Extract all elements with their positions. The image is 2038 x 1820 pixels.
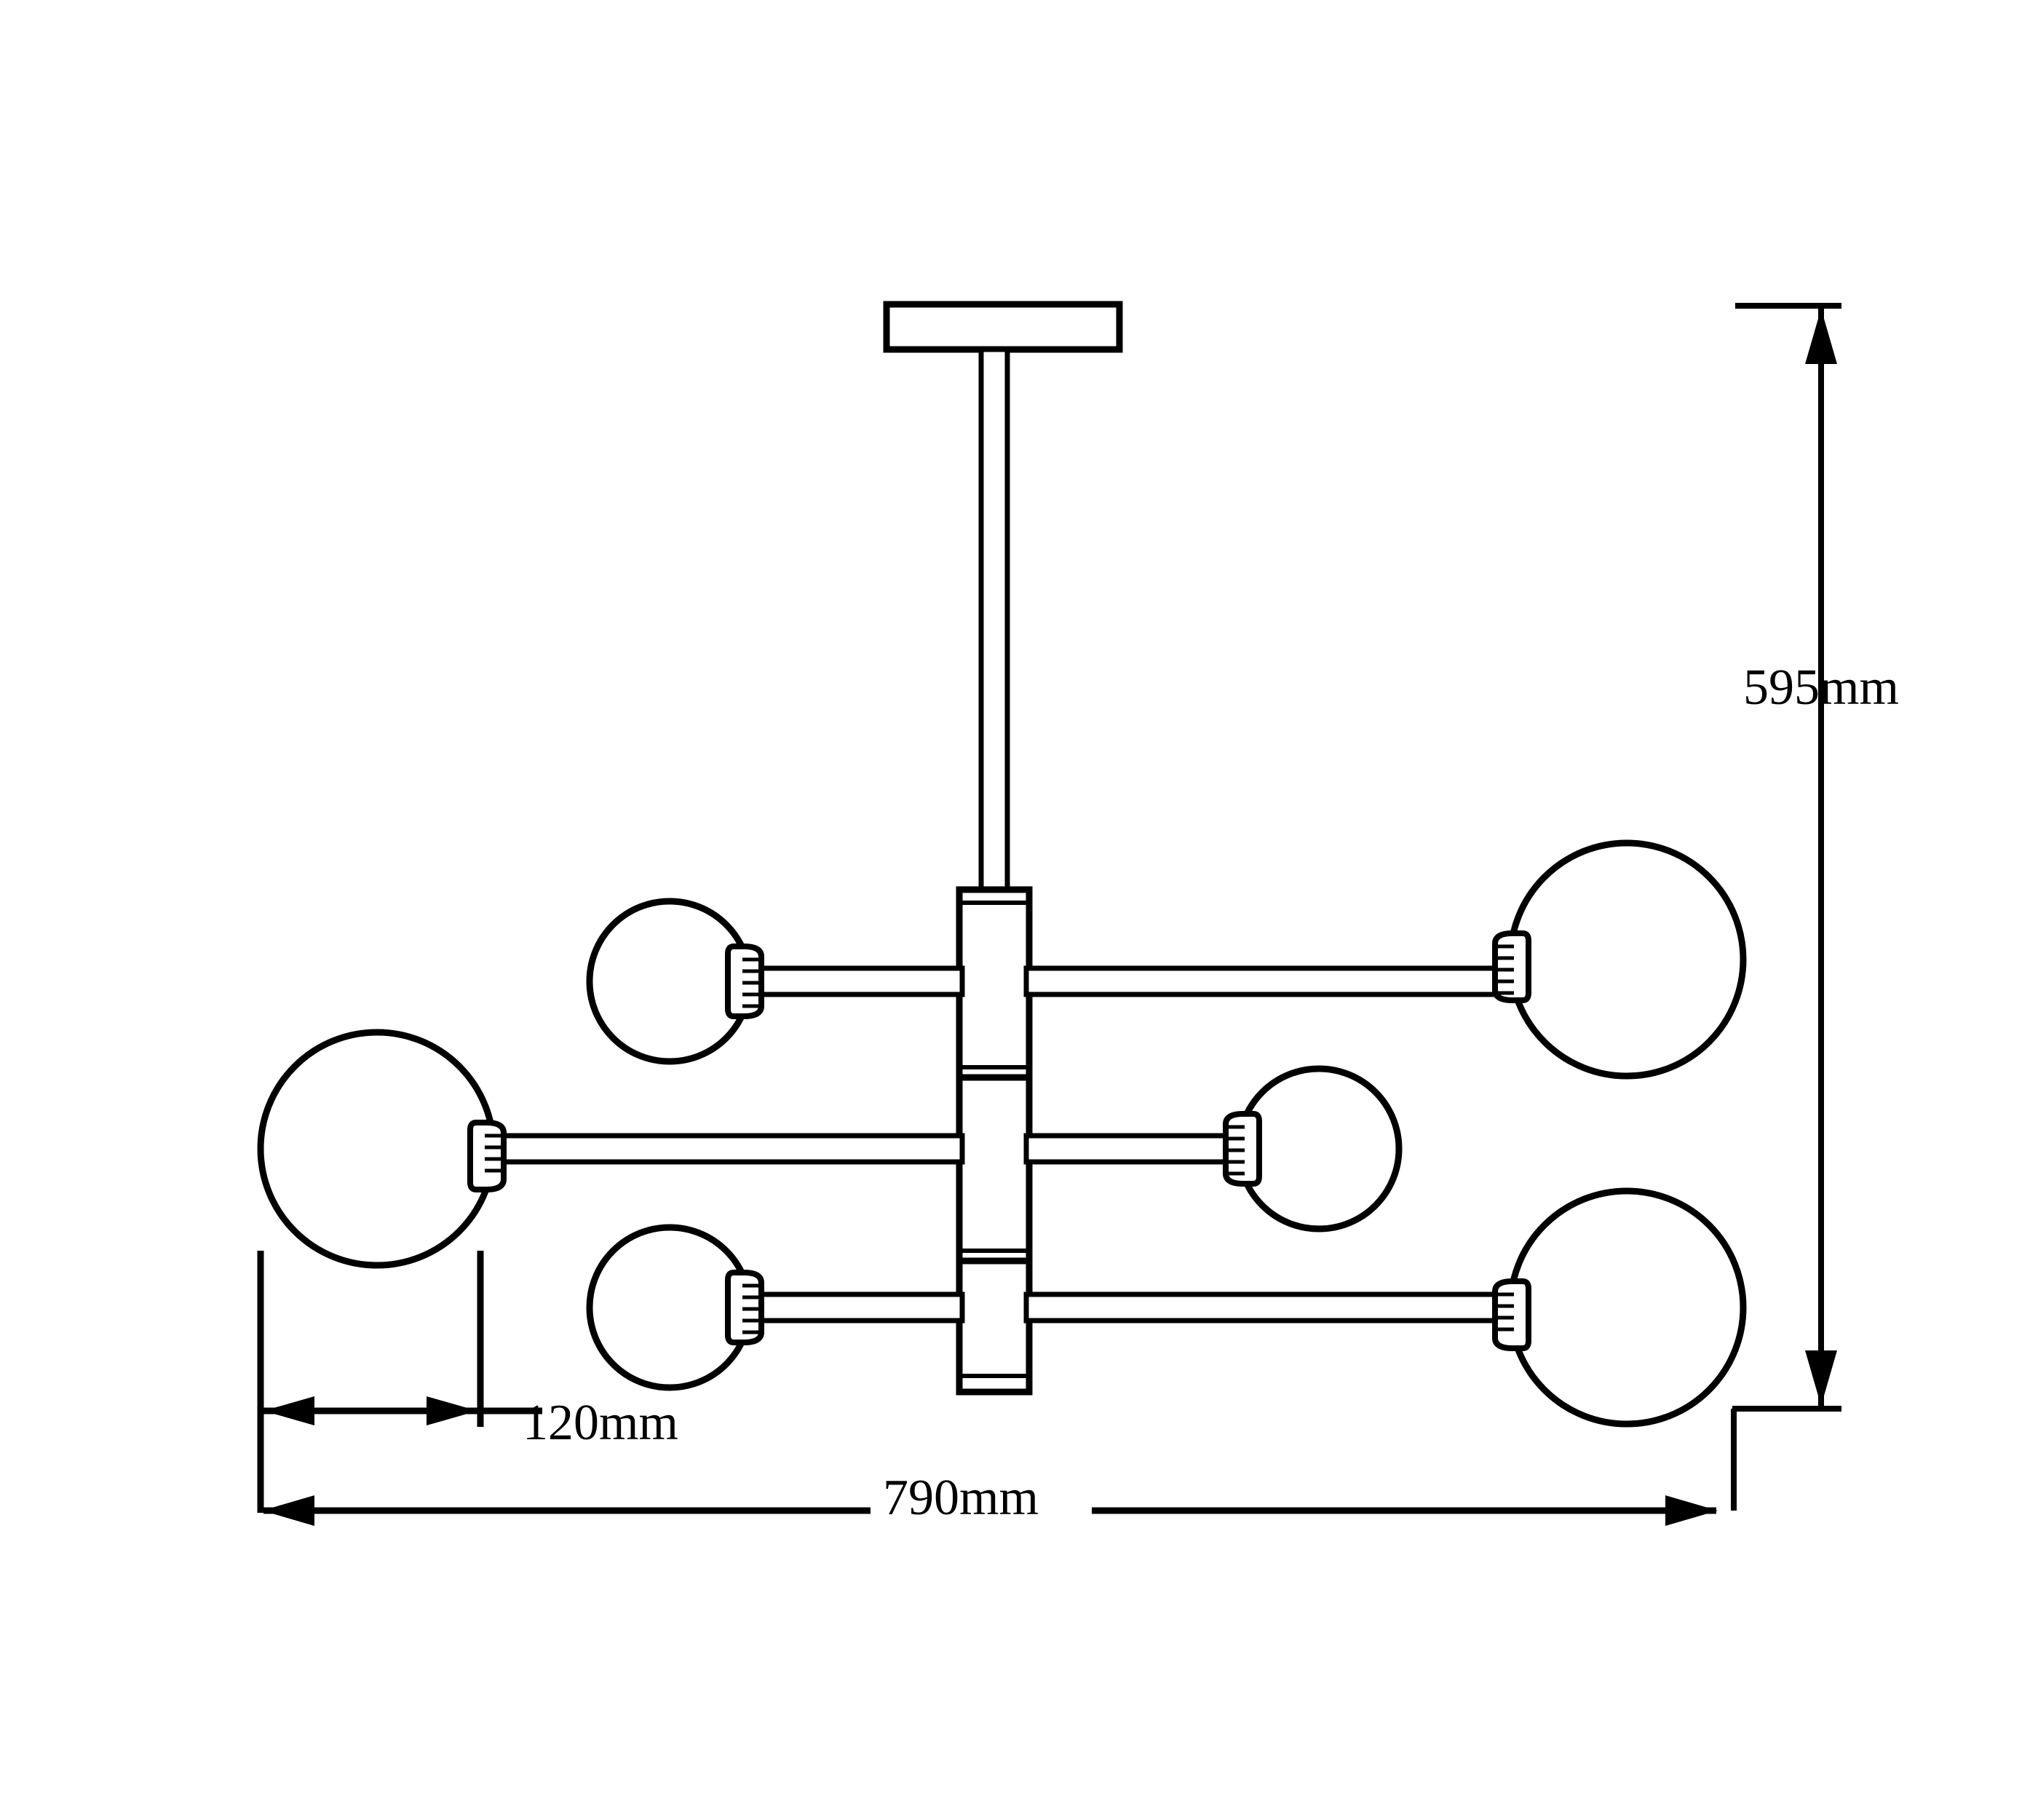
globe-upper-right-assembly <box>1492 839 1747 1080</box>
arrowhead-595-top <box>1805 309 1837 364</box>
central-column-body <box>956 886 1033 1396</box>
column-segment-lower <box>956 1257 1033 1396</box>
socket-lower-right <box>1492 1278 1531 1351</box>
middle-arm-left-bar <box>498 1133 965 1165</box>
arrowhead-595-bottom <box>1805 1350 1837 1406</box>
globe-middle-right-assembly <box>1223 1065 1403 1233</box>
globe-upper-left-assembly <box>586 898 764 1065</box>
arrowhead-120-right <box>427 1396 477 1425</box>
lower-arm-right-bar <box>1023 1291 1502 1324</box>
socket-upper-right <box>1492 930 1531 1003</box>
upper-arm-left-bar <box>756 965 965 997</box>
middle-arm-right-bar <box>1023 1133 1233 1165</box>
globe-upper-right <box>1507 839 1747 1080</box>
column-segment-upper <box>956 886 1033 1081</box>
dimension-label-width: 790mm <box>883 1470 1039 1526</box>
fixture-group <box>257 301 1747 1428</box>
upper-arm <box>756 965 1502 997</box>
globe-lower-right-assembly <box>1492 1187 1747 1428</box>
globe-middle-left <box>257 1029 497 1269</box>
globe-middle-right <box>1235 1065 1403 1233</box>
dimension-120mm <box>257 1251 542 1513</box>
lower-arm-left-bar <box>756 1291 965 1324</box>
globe-middle-left-assembly <box>257 1029 507 1269</box>
column-segment-middle <box>956 1074 1033 1265</box>
dimension-790mm <box>262 1495 1718 1526</box>
ceiling-canopy-plate <box>883 301 1123 353</box>
upper-arm-right-bar <box>1023 965 1502 997</box>
globe-lower-left-assembly <box>586 1224 764 1391</box>
arrowhead-790-left <box>262 1495 314 1526</box>
dimension-label-drop-offset: 120mm <box>523 1395 678 1451</box>
socket-middle-left <box>467 1120 507 1192</box>
globe-lower-right <box>1507 1187 1747 1428</box>
middle-arm <box>498 1133 1233 1165</box>
downrod <box>978 347 1010 893</box>
arrowhead-790-right <box>1665 1495 1718 1526</box>
dimension-595mm <box>1731 303 1841 1511</box>
dimension-label-height: 595mm <box>1743 660 1899 716</box>
arrowhead-120-left <box>263 1396 314 1425</box>
lower-arm <box>756 1291 1502 1324</box>
